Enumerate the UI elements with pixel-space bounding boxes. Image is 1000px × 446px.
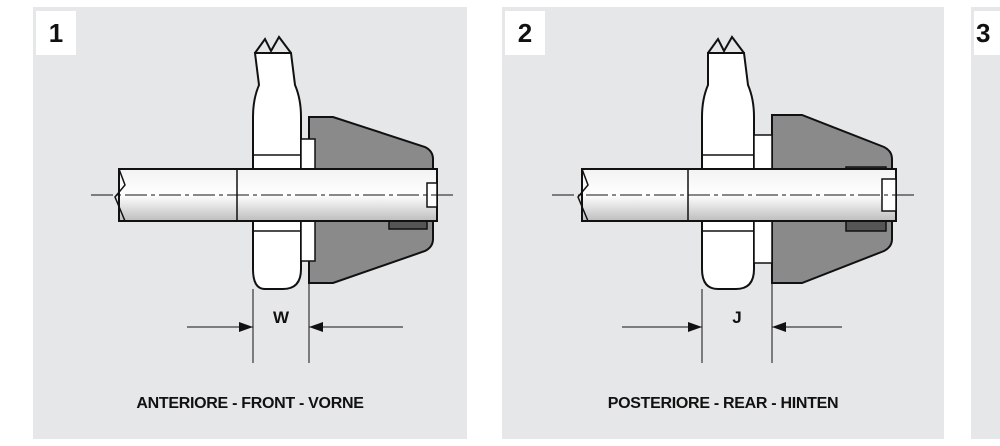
shaft-break [577,168,589,222]
break-mark [254,35,292,54]
front-axle-diagram [91,35,453,363]
dimension-label: J [732,308,742,327]
break-mark [707,35,745,54]
rear-axle-diagram [552,35,914,363]
panel-number: 1 [36,11,76,55]
panel-front: 1 W ANTERIORE - FRONT - VORNE [33,7,467,439]
panel-third: 3 [971,7,1000,439]
panel-caption: ANTERIORE - FRONT - VORNE [136,395,364,412]
panel-rear: 2 J POSTERIORE - REAR - HINTEN [502,7,944,439]
panel-number: 3 [974,11,1000,55]
dimension-label: W [272,308,290,327]
panel-number: 2 [505,11,545,55]
shaft-break [114,168,126,222]
panel-caption: POSTERIORE - REAR - HINTEN [607,395,839,412]
